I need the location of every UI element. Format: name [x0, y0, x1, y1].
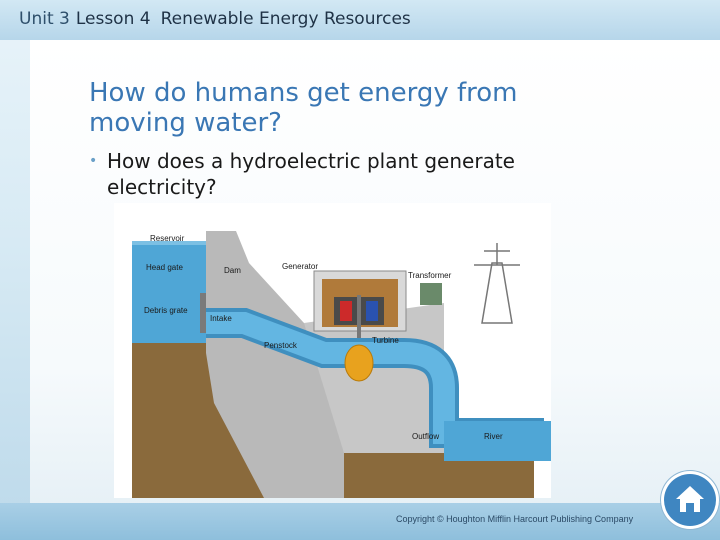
- bullet-dot-icon: •: [89, 153, 98, 169]
- earth-left: [132, 343, 206, 353]
- bullet-text: How does a hydroelectric plant generate …: [107, 149, 515, 199]
- label-river: River: [484, 432, 503, 441]
- reservoir-water: [132, 243, 206, 343]
- label-transformer: Transformer: [408, 271, 452, 280]
- home-icon: [676, 486, 704, 512]
- transmission-tower-icon: [474, 243, 520, 324]
- label-outflow: Outflow: [412, 432, 439, 441]
- label-turbine: Turbine: [372, 336, 399, 345]
- label-penstock: Penstock: [264, 341, 298, 350]
- lesson-label: Lesson 4: [75, 9, 151, 29]
- label-head-gate: Head gate: [146, 263, 183, 272]
- debris-grate: [200, 293, 206, 333]
- label-dam: Dam: [224, 266, 241, 275]
- generator-rotor-right: [366, 301, 378, 321]
- hydroelectric-diagram: Reservoir Head gate Dam Generator Transf…: [114, 203, 551, 498]
- label-generator: Generator: [282, 262, 318, 271]
- slide-title: How do humans get energy from moving wat…: [89, 78, 518, 138]
- footer-bar: [0, 503, 720, 540]
- generator-rotor-left: [340, 301, 352, 321]
- river-water: [444, 421, 551, 461]
- hydroelectric-diagram-svg: Reservoir Head gate Dam Generator Transf…: [132, 231, 551, 498]
- label-intake: Intake: [210, 314, 232, 323]
- header-bar: [0, 0, 720, 40]
- copyright-text: Copyright © Houghton Mifflin Harcourt Pu…: [396, 514, 634, 524]
- reservoir-surface: [132, 241, 206, 245]
- penstock-water: [206, 312, 544, 444]
- dam-body: [206, 231, 344, 498]
- unit-label: Unit 3: [19, 9, 70, 29]
- turbine-icon: [344, 344, 374, 382]
- transformer-box: [420, 283, 442, 305]
- home-button[interactable]: [664, 474, 716, 526]
- bullet-item: • How does a hydroelectric plant generat…: [89, 148, 609, 200]
- label-debris-grate: Debris grate: [144, 306, 188, 315]
- lesson-title: Renewable Energy Resources: [160, 9, 411, 29]
- label-reservoir: Reservoir: [150, 234, 185, 243]
- generator-shaft: [357, 295, 361, 355]
